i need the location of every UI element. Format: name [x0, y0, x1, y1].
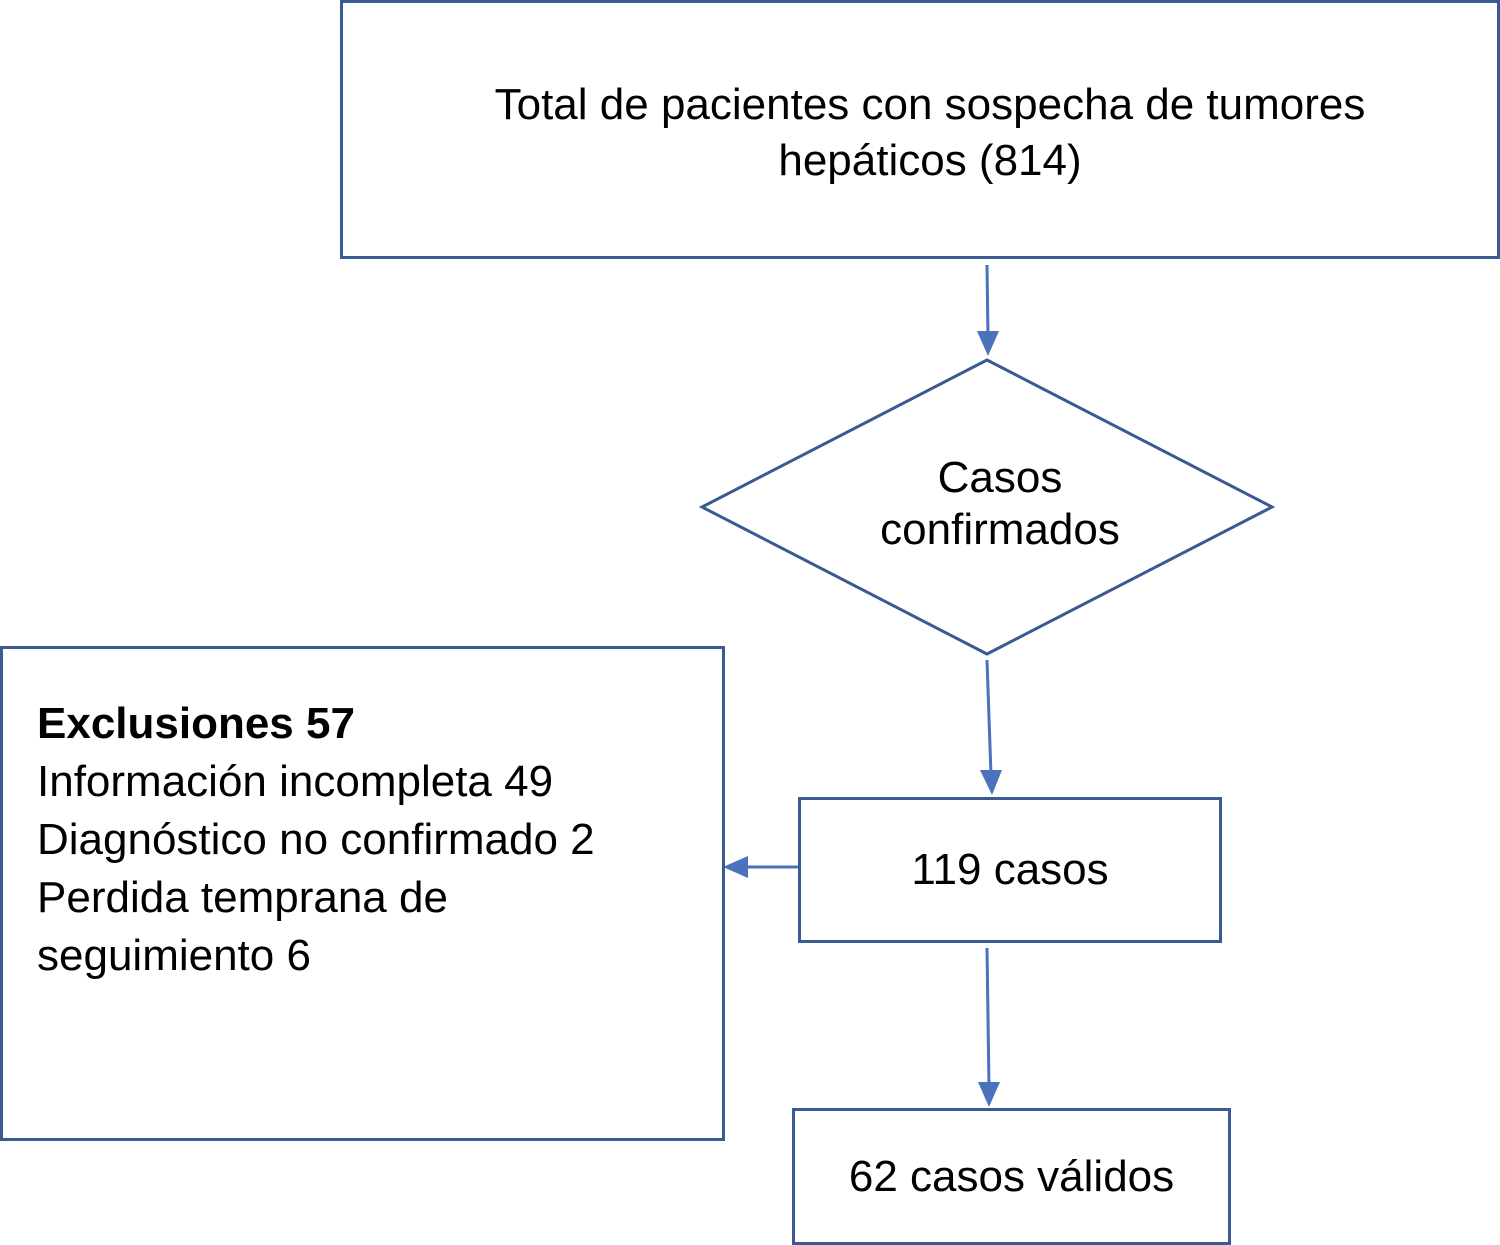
- total-patients-line-2: hepáticos (814): [778, 136, 1082, 185]
- arrow-decision-to-119: [985, 659, 993, 776]
- decision-diamond: [698, 358, 1276, 656]
- arrowhead-119-to-exclusions: [723, 856, 748, 878]
- exclusions-title: Exclusiones 57: [37, 699, 355, 748]
- cases-119-box: 119 casos: [798, 797, 1222, 943]
- arrow-119-to-valid: [985, 947, 991, 1088]
- valid-cases-box: 62 casos válidos: [792, 1108, 1231, 1245]
- exclusion-line: Diagnóstico no confirmado 2: [37, 815, 595, 864]
- total-patients-text: Total de pacientes con sospecha de tumor…: [430, 77, 1430, 189]
- exclusion-line: seguimiento 6: [37, 931, 311, 980]
- total-patients-line-1: Total de pacientes con sospecha de tumor…: [494, 80, 1366, 129]
- cases-119-label: 119 casos: [911, 845, 1109, 894]
- exclusions-box: Exclusiones 57 Información incompleta 49…: [0, 646, 725, 1141]
- total-patients-box: Total de pacientes con sospecha de tumor…: [340, 0, 1500, 259]
- decision-label-line-2: confirmados: [880, 505, 1120, 554]
- arrowhead-decision-to-119: [980, 770, 1002, 795]
- exclusion-line: Información incompleta 49: [37, 757, 554, 806]
- exclusion-line: Perdida temprana de: [37, 873, 448, 922]
- arrow-total-to-decision: [985, 264, 990, 339]
- arrowhead-119-to-valid: [978, 1082, 1000, 1107]
- arrowhead-total-to-decision: [977, 331, 999, 356]
- valid-cases-label: 62 casos válidos: [848, 1151, 1175, 1201]
- decision-label-line-1: Casos: [937, 453, 1063, 502]
- decision-label: Casos confirmados: [800, 452, 1200, 556]
